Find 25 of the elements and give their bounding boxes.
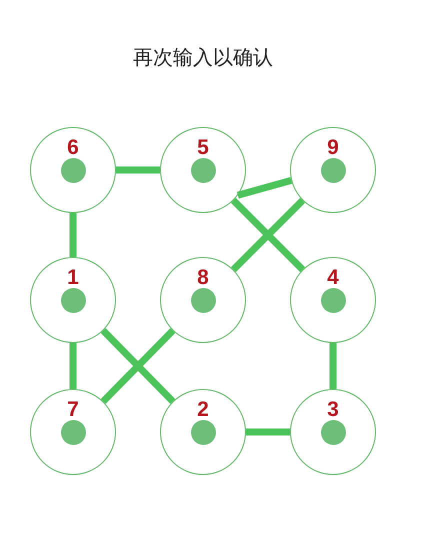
pattern-circle <box>160 389 246 475</box>
pattern-circle <box>290 257 376 343</box>
pattern-circle <box>30 389 116 475</box>
digit-label: 9 <box>327 137 339 159</box>
connector-line <box>246 428 290 436</box>
connector-line <box>70 343 76 389</box>
connector-line <box>330 343 336 389</box>
connector-line <box>236 177 292 199</box>
digit-label: 2 <box>197 399 209 421</box>
pattern-circle <box>160 257 246 343</box>
digit-label: 5 <box>197 137 209 159</box>
digit-label: 3 <box>327 399 339 421</box>
connector-line <box>116 166 160 174</box>
pattern-circle <box>30 127 116 213</box>
digit-label: 6 <box>67 137 79 159</box>
digit-label: 4 <box>327 267 339 289</box>
pattern-circle <box>290 389 376 475</box>
pattern-circle <box>30 257 116 343</box>
digit-label: 8 <box>197 267 209 289</box>
connector-line <box>70 213 76 257</box>
digit-label: 1 <box>67 267 79 289</box>
pattern-circle <box>160 127 246 213</box>
title: 再次输入以确认 <box>132 44 274 70</box>
pattern-circle <box>290 127 376 213</box>
digit-label: 7 <box>67 399 79 421</box>
